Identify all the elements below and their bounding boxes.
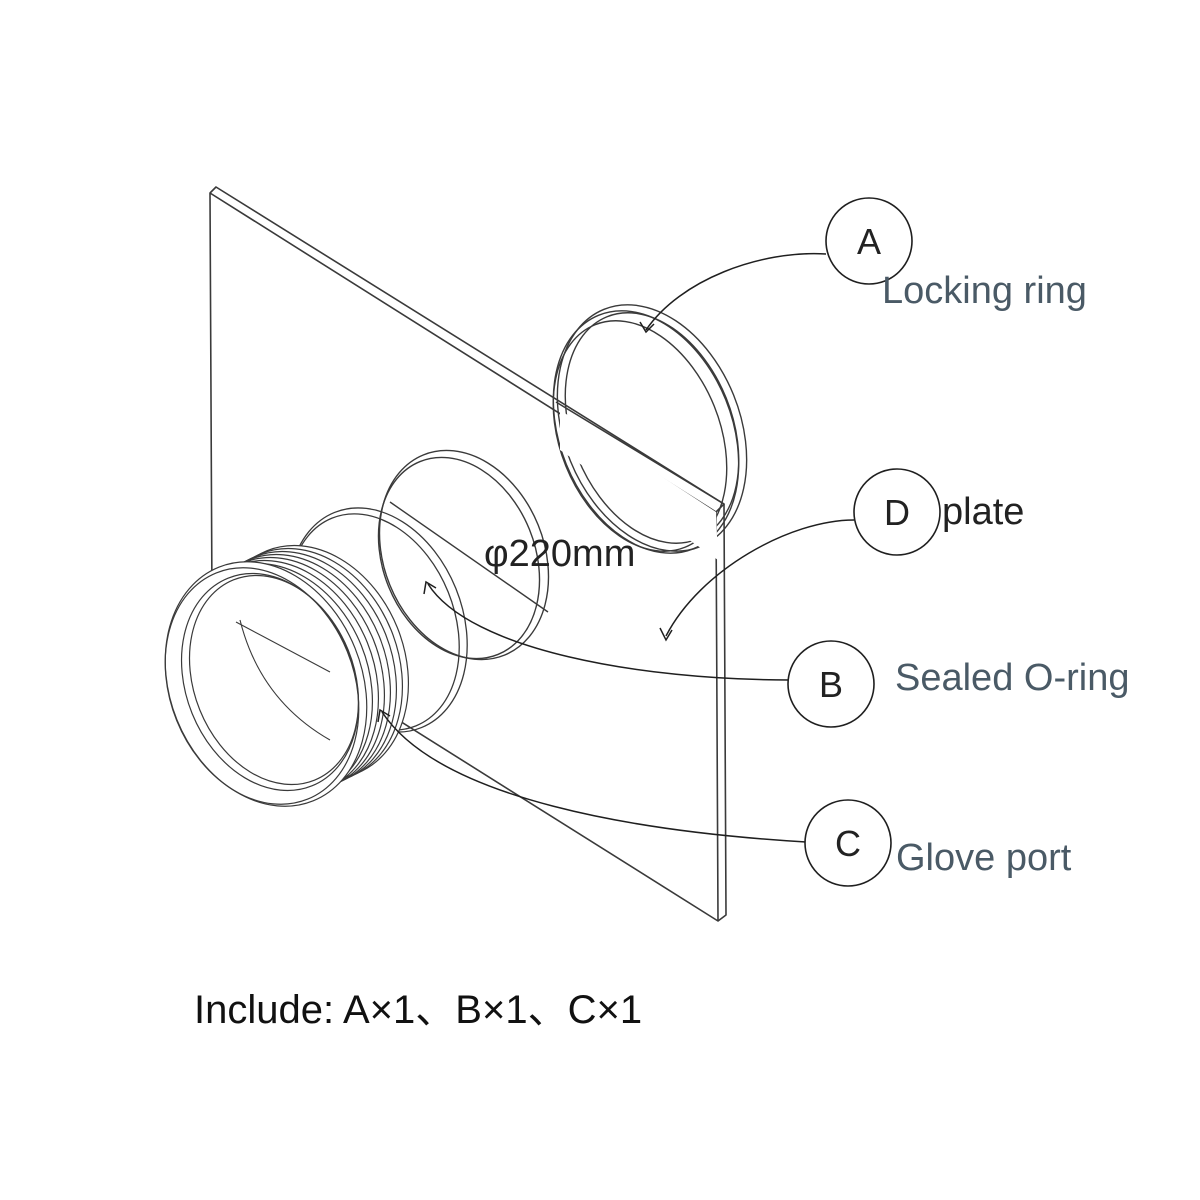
arrowhead-c (377, 708, 391, 723)
arrowhead-d (659, 627, 673, 642)
arrowhead-a (639, 321, 655, 334)
part-name-plate: plate (942, 491, 1024, 533)
include-note: Include: A×1、B×1、C×1 (194, 988, 642, 1032)
callout-circle-d (853, 468, 941, 556)
leader-lines (377, 252, 855, 843)
callout-letter-c: C (835, 823, 861, 864)
part-name-sealed-o-ring: Sealed O-ring (895, 657, 1129, 699)
callout-circle-a (825, 197, 913, 285)
arrowhead-b (423, 580, 437, 595)
leader-line-c (381, 711, 807, 843)
leader-line-b (427, 583, 791, 681)
part-name-glove-port: Glove port (896, 837, 1072, 879)
locking-ring (552, 304, 748, 560)
mounting-plate (209, 186, 727, 922)
leader-line-a (645, 252, 827, 331)
callout-letter-a: A (857, 221, 881, 262)
callout-letter-b: B (819, 664, 843, 705)
plate-hole (377, 449, 550, 661)
dimension-label: φ220mm (484, 533, 635, 575)
callout-circles (787, 197, 941, 887)
leader-line-d (665, 519, 855, 637)
callout-letter-d: D (884, 492, 910, 533)
callout-circle-c (804, 799, 892, 887)
glove-port (164, 544, 410, 807)
part-name-locking-ring: Locking ring (882, 270, 1087, 312)
callout-circle-b (787, 640, 875, 728)
